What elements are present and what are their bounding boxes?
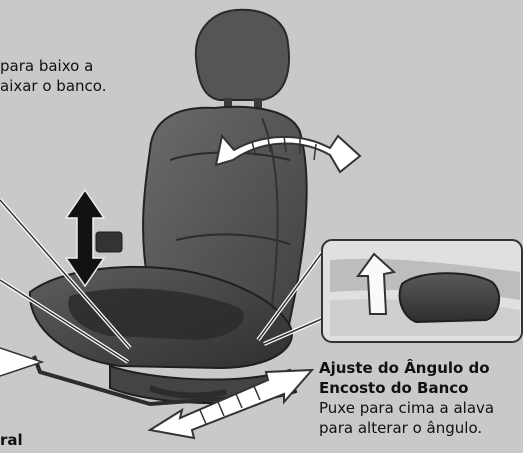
bottom-label: ral xyxy=(0,431,23,449)
height-instruction-line2: aixar o banco. xyxy=(0,77,107,95)
slide-arrow xyxy=(147,368,315,440)
callout-lines xyxy=(0,198,326,377)
height-instruction-line1: para baixo a xyxy=(0,57,94,75)
backrest-title-line2: Encosto do Banco xyxy=(319,379,469,397)
backrest-title-line1: Ajuste do Ângulo do xyxy=(319,359,490,377)
height-adjust-arrow xyxy=(64,188,106,288)
recline-arrow xyxy=(214,133,362,174)
height-instruction: para baixo a aixar o banco. xyxy=(0,56,106,96)
backrest-body-line2: para alterar o ângulo. xyxy=(319,419,483,437)
backrest-caption: Ajuste do Ângulo do Encosto do Banco Pux… xyxy=(319,358,494,438)
backrest-body-line1: Puxe para cima a alava xyxy=(319,399,495,417)
lever-detail-inset xyxy=(321,239,523,343)
